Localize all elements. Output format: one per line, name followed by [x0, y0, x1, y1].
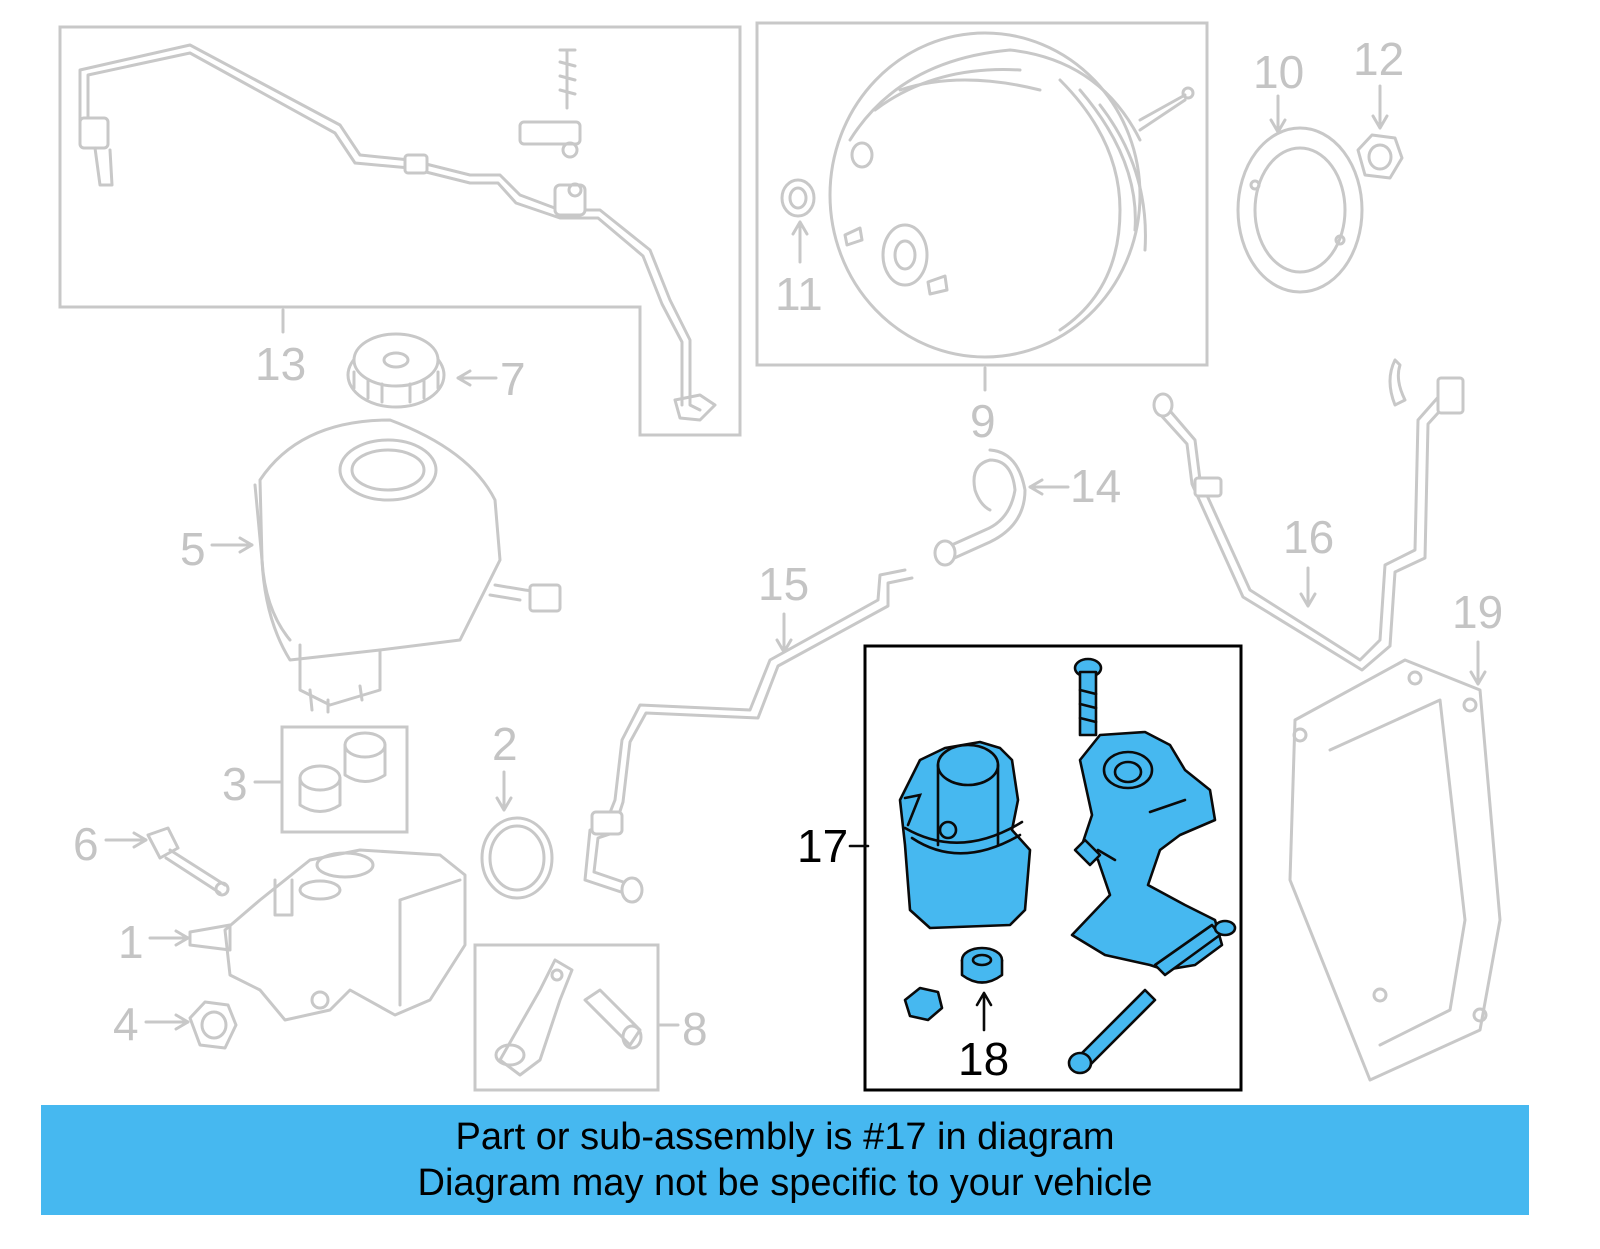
callout-19: 19 — [1452, 586, 1503, 638]
part-3-grommets — [298, 731, 387, 813]
callout-18: 18 — [958, 1033, 1009, 1085]
callout-6: 6 — [73, 818, 99, 870]
callout-9: 9 — [970, 395, 996, 447]
callout-13: 13 — [255, 338, 306, 390]
part-11-grommet — [780, 178, 816, 218]
callout-1: 1 — [118, 916, 144, 968]
callout-2: 2 — [492, 718, 518, 770]
part-14-vacuum-hose — [933, 448, 1027, 567]
part-8-sensor-and-bolt — [494, 958, 643, 1077]
part-1-master-cylinder — [188, 848, 467, 1022]
callout-10: 10 — [1253, 46, 1304, 98]
part-3-box — [280, 725, 409, 834]
part-6-bolt — [146, 826, 230, 897]
part-12-nut — [1356, 133, 1404, 180]
callout-12: 12 — [1353, 33, 1404, 85]
callout-11: 11 — [775, 268, 823, 320]
part-8-box — [473, 943, 660, 1092]
part-17-box — [863, 644, 1243, 1092]
part-17-vacuum-pump-assembly — [898, 657, 1237, 1075]
callout-14: 14 — [1070, 460, 1121, 512]
part-5-brake-fluid-reservoir — [253, 418, 562, 714]
part-15-vacuum-line — [583, 568, 914, 904]
part-19-bracket — [1288, 658, 1502, 1082]
callout-15: 15 — [758, 558, 809, 610]
info-banner: Part or sub-assembly is #17 in diagram D… — [41, 1105, 1529, 1215]
callout-8: 8 — [682, 1003, 708, 1055]
banner-line-part-info: Part or sub-assembly is #17 in diagram — [455, 1116, 1115, 1158]
callout-16: 16 — [1283, 511, 1334, 563]
part-18-seal — [960, 946, 1004, 984]
part-16-vacuum-line — [1152, 358, 1465, 672]
part-7-reservoir-cap — [346, 332, 446, 409]
banner-line-disclaimer: Diagram may not be specific to your vehi… — [417, 1162, 1153, 1204]
part-10-gasket — [1236, 126, 1364, 294]
callout-3: 3 — [222, 758, 248, 810]
callout-18-arrow — [975, 991, 993, 1032]
callout-17: 17 — [797, 820, 848, 872]
part-9-brake-booster — [828, 31, 1195, 359]
part-4-nut — [188, 1000, 238, 1050]
part-9-booster-box — [755, 21, 1209, 367]
part-13-brake-line-group — [58, 25, 742, 437]
callout-4: 4 — [113, 998, 139, 1050]
part-2-o-ring — [480, 816, 554, 900]
callout-7: 7 — [500, 353, 526, 405]
callout-5: 5 — [180, 523, 206, 575]
